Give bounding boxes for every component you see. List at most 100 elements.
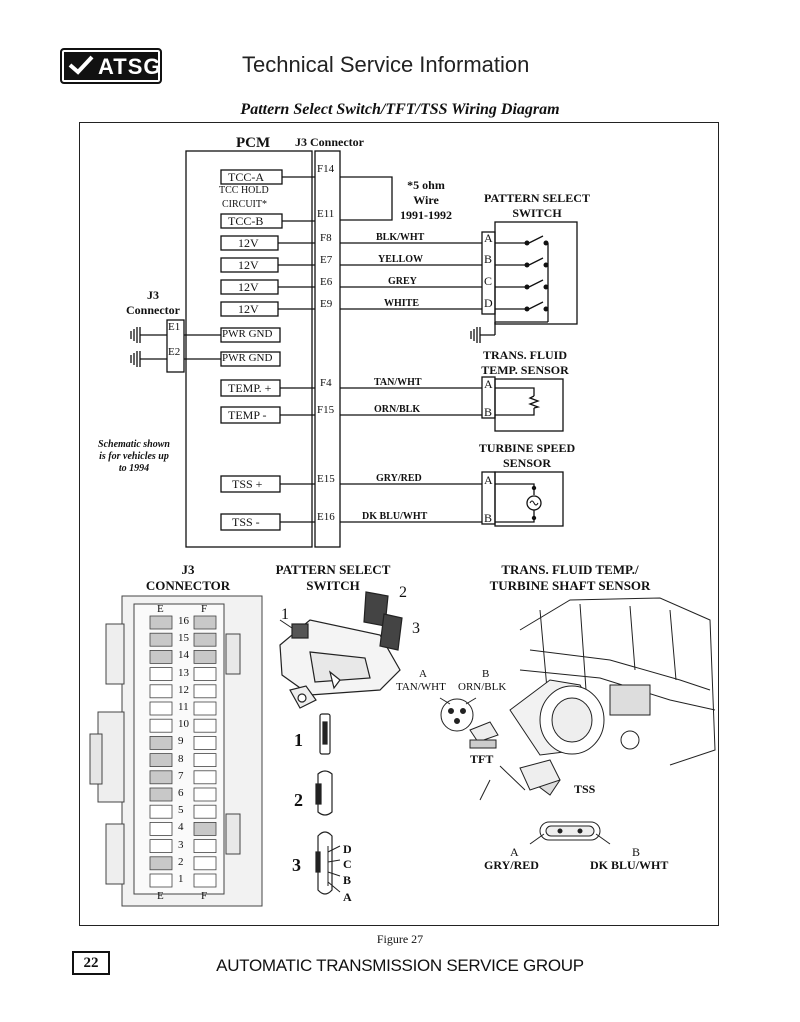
schematic-note-line2: is for vehicles up: [99, 451, 169, 462]
j3-connector-title-line2: CONNECTOR: [145, 578, 231, 593]
diagram-frame: [79, 122, 719, 926]
term-a-tss: A: [484, 473, 493, 487]
pin-label-12v-e6: 12V: [238, 280, 259, 294]
page-header-title: Technical Service Information: [242, 52, 530, 77]
pss-lower-title: PATTERN SELECT SWITCH: [258, 562, 408, 594]
connector-cavity: [193, 770, 217, 785]
connector-cavity: [149, 701, 173, 716]
pwr-gnd-label-1: PWR GND: [222, 328, 273, 340]
connector-cavity: [193, 650, 217, 664]
tft-title-line2: TEMP. SENSOR: [481, 363, 569, 377]
connector-cavity: [149, 787, 173, 802]
pattern-select-title: PATTERN SELECT SWITCH: [470, 191, 604, 221]
j3-pin-f4: F4: [320, 377, 332, 389]
pattern-select-title-line2: SWITCH: [512, 206, 562, 220]
wire-label-yellow: YELLOW: [378, 254, 424, 265]
j3-connector-label: J3 Connector: [295, 135, 364, 149]
connector-row-number: 8: [178, 752, 184, 765]
pwr-gnd-label-2: PWR GND: [222, 352, 273, 364]
j3-pin-f15: F15: [317, 404, 335, 416]
diagram-title: Pattern Select Switch/TFT/TSS Wiring Dia…: [240, 101, 560, 118]
connector-cavity: [149, 856, 173, 871]
j3-pin-e6: E6: [320, 276, 333, 288]
pin-label-temp-minus: TEMP -: [228, 408, 267, 422]
tss-pin-b: B: [632, 845, 641, 859]
connector-cavity: [193, 753, 217, 768]
pss-lower-title-line2: SWITCH: [306, 578, 360, 593]
connector-cavity: [193, 873, 217, 888]
ohm-note-line1: *5 ohm: [407, 178, 445, 192]
connector-cavity: [149, 839, 173, 854]
j3-pin-e15: E15: [317, 473, 335, 485]
pss-pin-b: B: [343, 873, 352, 887]
pin-label-12v-f8: 12V: [238, 236, 259, 250]
tcc-hold-line1: TCC HOLD: [219, 185, 269, 196]
wire-label-white: WHITE: [384, 298, 420, 309]
tft-tss-drawing: [439, 597, 716, 845]
connector-row-number: 10: [178, 718, 189, 731]
j3-connector-title: J3 CONNECTOR: [128, 562, 248, 594]
ground-pin-e2: E2: [168, 346, 181, 358]
tft-pin-a: A: [419, 668, 427, 680]
connector-cavity: [149, 684, 173, 699]
pin-label-12v-e7: 12V: [238, 258, 259, 272]
wire-label-dk-blu-wht: DK BLU/WHT: [362, 511, 428, 522]
schematic-note: Schematic shown is for vehicles up to 19…: [84, 439, 184, 475]
connector-row-number: 11: [178, 701, 189, 713]
tft-tss-lower-title-line1: TRANS. FLUID TEMP./: [501, 562, 639, 577]
wire-label-grey: GREY: [388, 276, 417, 287]
pattern-switch-drawing: [279, 591, 403, 895]
pss-view-3: 3: [292, 855, 301, 875]
pin-label-temp-plus: TEMP. +: [228, 381, 272, 395]
connector-cavity: [193, 821, 217, 836]
tft-pin-b: B: [482, 668, 490, 680]
term-b-pss: B: [484, 252, 493, 266]
ohm-note-line2: Wire: [413, 193, 439, 207]
connector-cavity: [149, 873, 173, 888]
connector-cavity: [193, 839, 217, 854]
wire-label-tan-wht: TAN/WHT: [374, 377, 422, 388]
tft-tss-lower-title: TRANS. FLUID TEMP./ TURBINE SHAFT SENSOR: [460, 562, 680, 594]
connector-cavity: [193, 718, 217, 733]
connector-row-number: 15: [178, 632, 189, 645]
checkmark-icon: [68, 55, 94, 75]
pss-pin-c: C: [343, 857, 352, 871]
connector-row-number: 12: [178, 683, 189, 696]
wire-label-orn-blk: ORN/BLK: [374, 404, 421, 415]
connector-cavity: [193, 667, 217, 681]
term-c-pss: C: [484, 274, 493, 288]
wire-label-gry-red: GRY/RED: [376, 473, 422, 484]
term-b-tss: B: [484, 511, 493, 525]
pss-pin-d: D: [343, 842, 352, 856]
connector-cavity: [149, 804, 173, 819]
connector-cavity: [149, 770, 173, 785]
tss-wire-a: GRY/RED: [484, 858, 539, 872]
tft-wire-a: TAN/WHT: [396, 681, 446, 693]
connector-row-number: 9: [178, 735, 184, 748]
pss-callout-2: 2: [399, 584, 407, 601]
tft-wire-b: ORN/BLK: [458, 681, 507, 693]
tss-wire-b: DK BLU/WHT: [590, 858, 669, 872]
pin-label-12v-e9: 12V: [238, 302, 259, 316]
ground-pin-e1: E1: [168, 321, 181, 333]
connector-cavity: [193, 701, 217, 716]
connector-row-number: 14: [178, 649, 189, 662]
connector-cavity: [193, 615, 217, 630]
pcm-label: PCM: [236, 135, 271, 151]
connector-cavity: [149, 632, 173, 647]
tcc-hold-line2: CIRCUIT*: [222, 199, 267, 210]
connector-cavity: [149, 735, 173, 750]
tss-title: TURBINE SPEED SENSOR: [465, 441, 589, 471]
tft-tss-lower-title-line2: TURBINE SHAFT SENSOR: [489, 578, 651, 593]
connector-col-f: F: [201, 603, 208, 615]
connector-col-e: E: [157, 603, 164, 615]
pin-label-tss-plus: TSS +: [232, 477, 263, 491]
ohm-note: *5 ohm Wire 1991-1992: [395, 178, 457, 223]
connector-cavity: [149, 667, 173, 681]
pss-view-1: 1: [294, 730, 303, 750]
j3-pin-e9: E9: [320, 298, 333, 310]
pss-callout-1: 1: [281, 606, 289, 623]
j3-pin-e7: E7: [320, 254, 333, 266]
connector-cavity: [149, 718, 173, 733]
term-b-tft: B: [484, 405, 493, 419]
